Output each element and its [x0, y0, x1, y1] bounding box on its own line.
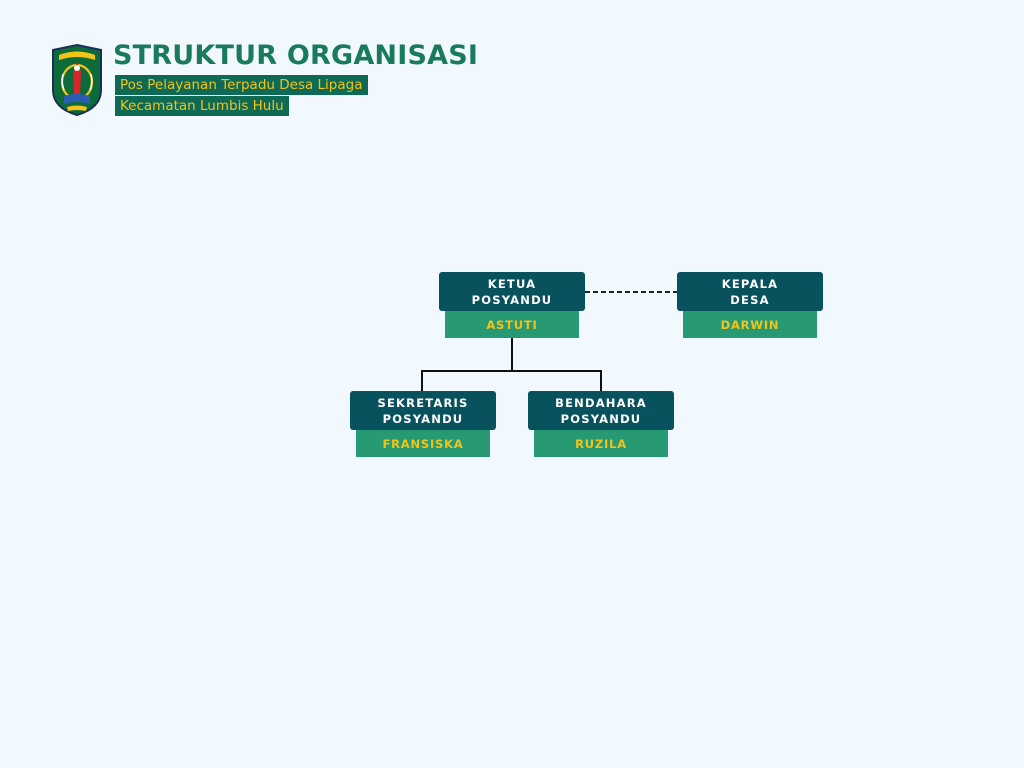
page-title: STRUKTUR ORGANISASI: [113, 40, 479, 71]
person-name: RUZILA: [534, 430, 668, 457]
subtitle-district: Kecamatan Lumbis Hulu: [115, 96, 289, 116]
role-box: KETUA POSYANDU: [439, 272, 585, 311]
role-line2: POSYANDU: [471, 292, 553, 307]
role-box: SEKRETARIS POSYANDU: [350, 391, 496, 430]
person-name: FRANSISKA: [356, 430, 490, 457]
regency-emblem-logo: [52, 44, 102, 116]
role-line2: DESA: [730, 292, 770, 307]
role-line1: KETUA: [487, 276, 537, 291]
role-box: KEPALA DESA: [677, 272, 823, 311]
role-line2: POSYANDU: [560, 411, 642, 426]
role-line1: BENDAHARA: [555, 395, 647, 410]
person-name: DARWIN: [683, 311, 817, 338]
role-line1: KEPALA: [721, 276, 779, 291]
role-line1: SEKRETARIS: [377, 395, 469, 410]
role-box: BENDAHARA POSYANDU: [528, 391, 674, 430]
person-name: ASTUTI: [445, 311, 579, 338]
role-line2: POSYANDU: [382, 411, 464, 426]
subtitle-institution: Pos Pelayanan Terpadu Desa Lipaga: [115, 75, 368, 95]
